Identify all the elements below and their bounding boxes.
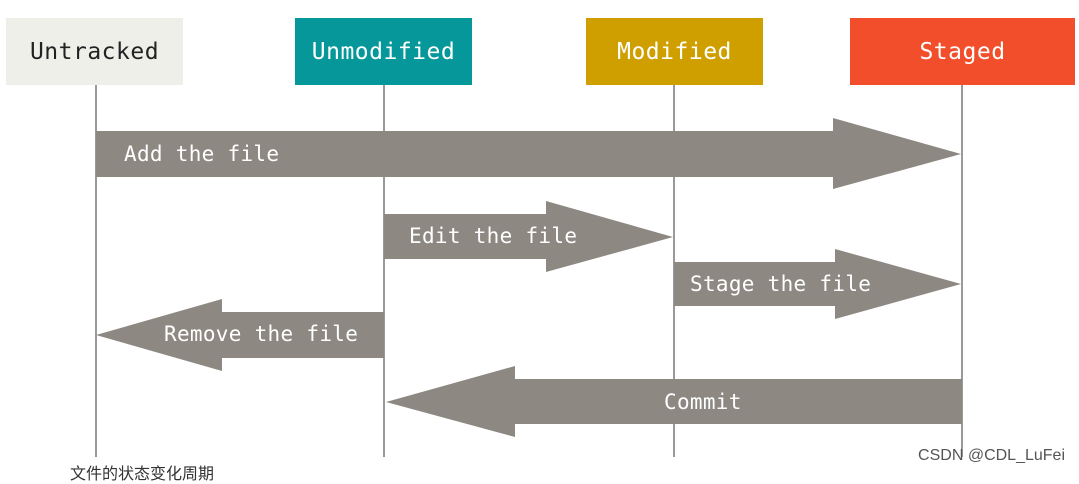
stage-staged: Staged [850,18,1075,85]
watermark: CSDN @CDL_LuFei [918,447,1065,464]
stage-modified: Modified [586,18,763,85]
arrow-stage-the-file: Stage the file [674,249,961,319]
arrow-label-commit: Commit [664,390,742,414]
arrow-edit-the-file: Edit the file [384,201,673,272]
figure-caption: 文件的状态变化周期 [70,464,215,483]
stage-untracked: Untracked [6,18,183,85]
lifeline-unmodified [383,85,385,457]
arrow-commit: Commit [386,366,962,437]
arrow-label-add-the-file: Add the file [124,142,279,166]
arrow-label-stage-the-file: Stage the file [690,272,871,296]
stage-unmodified: Unmodified [295,18,472,85]
arrow-remove-the-file: Remove the file [96,299,384,371]
arrow-label-edit-the-file: Edit the file [409,224,577,248]
arrow-label-remove-the-file: Remove the file [164,322,358,346]
lifeline-untracked [95,85,97,457]
lifeline-staged [961,85,963,457]
arrow-add-the-file: Add the file [96,118,961,189]
